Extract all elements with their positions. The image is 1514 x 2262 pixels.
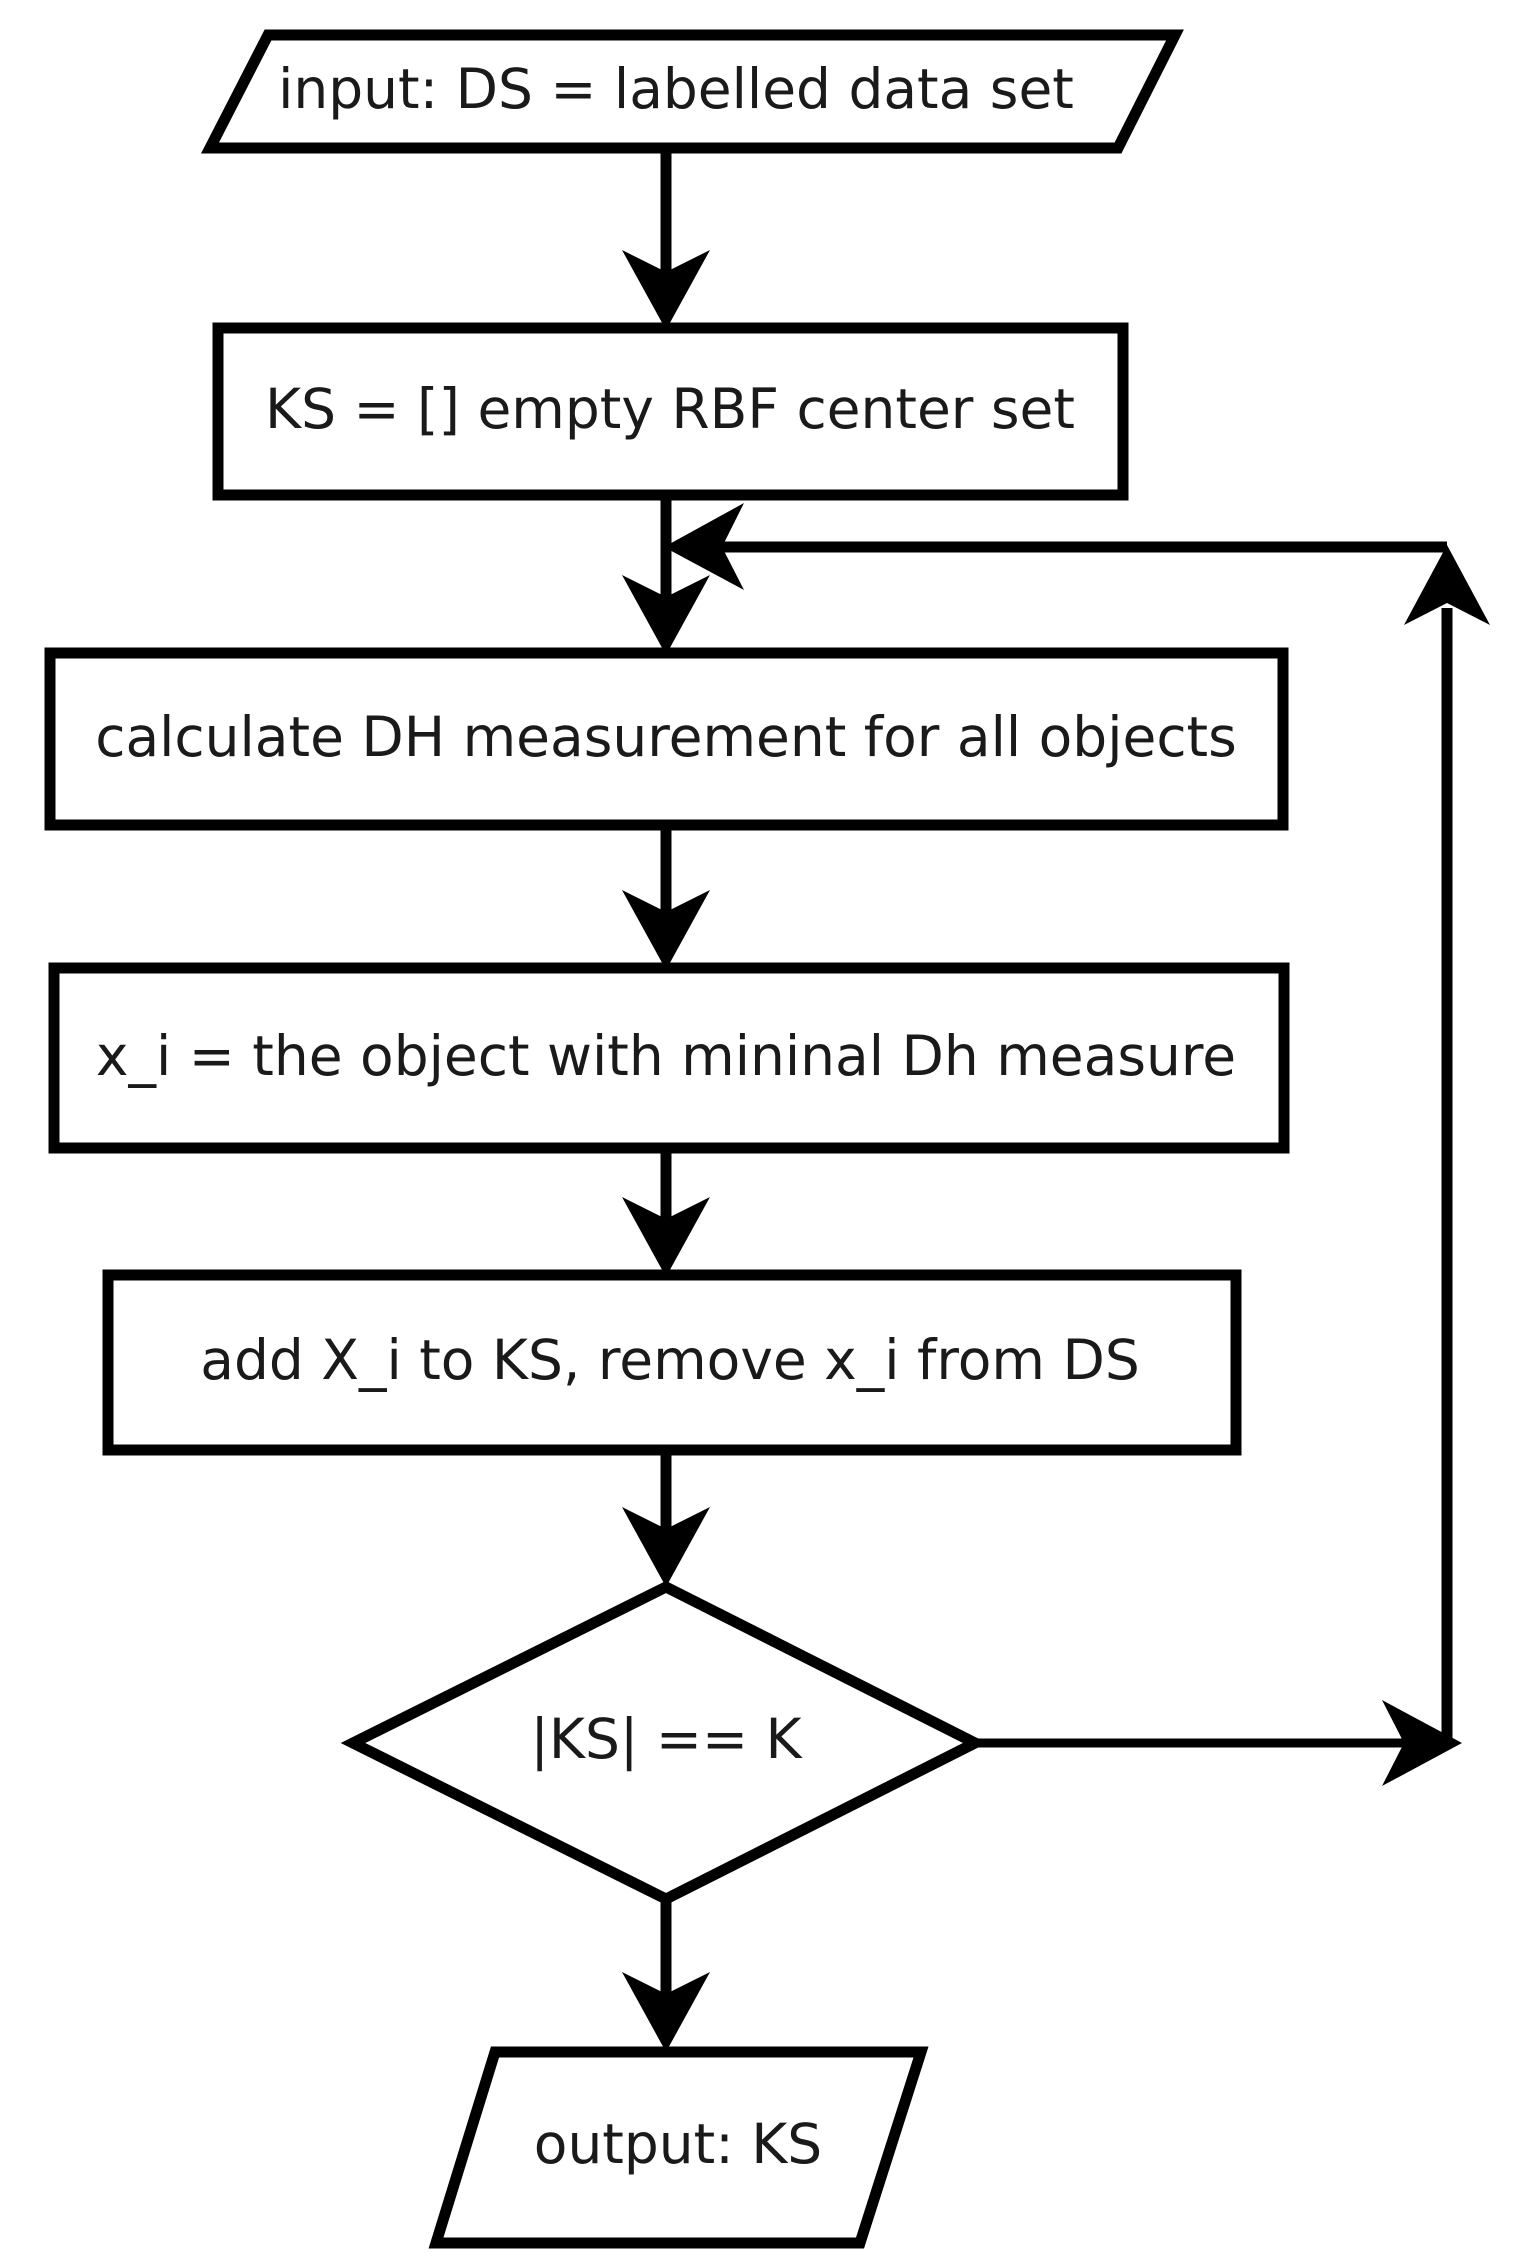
- pick-min-box-shape: [48, 962, 1290, 1154]
- edge-input-to-init-ks: [622, 148, 710, 330]
- node-output[interactable]: output: KS: [428, 2046, 929, 2249]
- edge-init-ks-to-calc-dh: [622, 495, 710, 655]
- input-parallelogram-shape: [200, 29, 1184, 154]
- node-init-ks-label: KS = [] empty RBF center set: [265, 377, 1075, 441]
- init-ks-box-shape: [212, 322, 1129, 501]
- node-add-remove-label: add X_i to KS, remove x_i from DS: [200, 1328, 1140, 1392]
- node-pick-min[interactable]: x_i = the object with mininal Dh measure: [48, 962, 1290, 1154]
- node-add-remove[interactable]: add X_i to KS, remove x_i from DS: [102, 1269, 1242, 1456]
- node-input-label: input: DS = labelled data set: [278, 57, 1074, 121]
- node-pick-min-label: x_i = the object with mininal Dh measure: [96, 1024, 1236, 1088]
- node-check-size[interactable]: |KS| == K: [340, 1580, 988, 1906]
- node-init-ks[interactable]: KS = [] empty RBF center set: [212, 322, 1129, 501]
- edge-check-size-loopback: [664, 503, 1490, 1786]
- edge-add-remove-to-check-size: [622, 1450, 710, 1587]
- add-remove-box-shape: [102, 1269, 1242, 1456]
- node-calc-dh-label: calculate DH measurement for all objects: [95, 705, 1237, 769]
- node-calc-dh[interactable]: calculate DH measurement for all objects: [44, 647, 1289, 831]
- node-output-label: output: KS: [534, 2112, 822, 2176]
- check-size-diamond-shape: [340, 1580, 988, 1906]
- output-parallelogram-shape: [428, 2046, 929, 2249]
- node-check-size-label: |KS| == K: [530, 1707, 803, 1772]
- edge-check-size-to-output: [622, 1900, 710, 2052]
- edge-pick-min-to-add-remove: [622, 1148, 710, 1277]
- node-input[interactable]: input: DS = labelled data set: [200, 29, 1184, 154]
- calc-dh-box-shape: [44, 647, 1289, 831]
- edge-calc-dh-to-pick-min: [622, 825, 710, 970]
